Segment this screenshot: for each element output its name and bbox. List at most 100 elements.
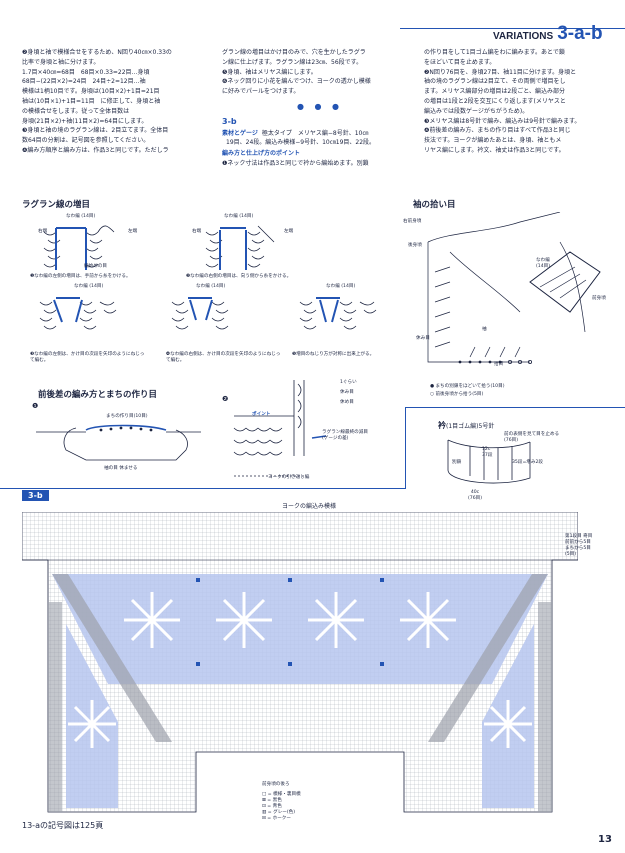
collar-note-1: 前の表側を見て目を止める(76目): [504, 432, 560, 443]
intro-line: ❺身頃、袖はメリヤス編にします。: [222, 68, 317, 76]
raglan-title: ラグラン線の増目: [22, 200, 91, 210]
front-back-illustration-2: [233, 380, 327, 477]
header: VARIATIONS 3-a-b: [493, 23, 603, 47]
intro-line: 比率で身頃と袖に分けます。: [22, 58, 100, 66]
yoke-chart: [22, 512, 578, 813]
fb-step-1: ❶: [32, 402, 39, 410]
raglan-label-left-1: 左端: [128, 229, 138, 234]
raglan-caption-2: ❷なわ編の右側の増目は、向う側から糸をかける。: [186, 274, 292, 279]
collar-illustration: [447, 439, 531, 484]
chart-center-note: 前身頃の後ろ: [262, 782, 290, 787]
collar-side: 別鎖: [452, 460, 462, 465]
sleeve-title: 袖の拾い目: [413, 200, 456, 210]
intro-line: 68目−(22目×2)=24目 24目÷2=12目…袖: [22, 78, 146, 86]
collar-title: 衿(1目ゴム編)5号針: [438, 421, 495, 430]
intro-line: ❹編み方順序と編み方は、作品3と同じです。ただしラ: [22, 146, 169, 154]
sleeve-illustration: [427, 212, 601, 364]
chart-side-note: 第1段目 奇目: [565, 534, 593, 539]
raglan-caption-4: ❹なわ編の右側は、かけ目の次段を矢印のようにねじって編む。: [166, 352, 281, 363]
chart-legend-item: ▥ = グレー(色): [262, 810, 296, 815]
subhead-3b: 3-b: [222, 116, 237, 126]
raglan-label-cable-4: なわ編 (14目): [196, 284, 226, 289]
chart-side-notes: 第1段目 奇目前前から5目まちから5目(5目): [565, 534, 621, 558]
intro-line: グラン線の増目はかけ目のみで、穴を生かしたラグラ: [222, 49, 366, 56]
chart-tag: 3-b: [22, 490, 49, 501]
raglan-caption-3: ❸なわ編の左側は、かけ目の次段を矢印のようにねじって編む。: [30, 352, 145, 363]
intro-line: ン線に仕上げます。ラグラン線は23㎝、56段です。: [222, 58, 363, 66]
intro-column-3: の作り目をして1目ゴム編をわに編みます。あとで鎖をほどいて目を止めます。 ❷N回り…: [424, 48, 622, 156]
header-code: 3-a-b: [557, 23, 603, 44]
chart-title: ヨークの編込み模様: [282, 503, 337, 510]
intro-line: ❹前後差の編み方、まちの作り目はすべて作品3と同じ: [424, 127, 571, 135]
frame-rule-top2: [405, 407, 625, 408]
chart-legend-item: ⊡ = 青色: [262, 804, 282, 809]
material-head: 素材とゲージ: [222, 129, 258, 137]
points-heading: 編み方と仕上げ方のポイント: [222, 150, 301, 158]
sleeve-label-back: 後身頃: [408, 243, 422, 248]
intro-line: ❸身頃と袖の境のラグラン線は、2目立てます。全体目: [22, 127, 169, 135]
material-text: 19目、24段。編込み模様−9号針、10㎝19目、22段。: [226, 139, 376, 147]
sleeve-note-1: ● まちの別鎖をほどいて拾う(10目): [430, 384, 505, 389]
front-back-title: 前後差の編み方とまちの作り目: [38, 390, 158, 400]
page-ref: 13-aの記号図は125頁: [22, 821, 104, 830]
raglan-label-left-2: 左端: [284, 229, 294, 234]
intro-line: ❸メリヤス編は8号針で編み、編込みは9号針で編みます。: [424, 117, 581, 125]
intro-line: ❻ネック回りに小花を編んでつけ、ヨークの透かし模様: [222, 78, 371, 86]
fb-label-point: ポイント: [252, 412, 271, 417]
frame-rule-top: [0, 488, 405, 489]
chart-side-note: (5目): [565, 552, 577, 557]
chart-side-note: まちから5目: [565, 546, 591, 551]
raglan-label-cable-3: なわ編 (14目): [74, 284, 104, 289]
raglan-label-cable-1: なわ編 (14目): [66, 214, 96, 219]
chart-side-note: 前前から5目: [565, 540, 591, 545]
header-rule: [400, 28, 625, 29]
collar-width: 40c(76目): [468, 490, 483, 501]
sleeve-label-pick: 拾目: [494, 362, 504, 367]
page-number: 13: [598, 834, 612, 845]
sleeve-note-2: ○ 前後身頃から拾う(5目): [430, 392, 484, 397]
intro-line: 身頃(21目×2)+袖(11目×2)=64目にします。: [22, 117, 148, 125]
chart-legend: □ = 模様・裏目模⊠ = 黒色⊡ = 青色▥ = グレー(色)⊟ = ホークー: [262, 792, 301, 822]
intro-line: 技法です。ヨークが編めたあとは、身頃、袖ともメ: [424, 137, 562, 145]
intro-line: 袖は(10目×1)+1目=11目 に修正して、身頃と袖: [22, 97, 161, 105]
frame-rule-vert: [405, 407, 406, 489]
raglan-caption-5: ❺増目のねじり方が対称に出来上がる。: [292, 352, 375, 357]
fb-label-sleeve-hold: 袖の目 休ませる: [104, 466, 138, 471]
chart-legend-item: ⊟ = ホークー: [262, 816, 291, 821]
intro-line: の模様合せをします。従って全体目数は: [22, 107, 130, 115]
fb-step-2: ❷: [222, 395, 229, 403]
raglan-label-start: 編始めの目: [84, 264, 107, 269]
raglan-illustration: [39, 225, 377, 330]
front-back-illustration-1: [36, 424, 201, 461]
header-label: VARIATIONS: [493, 31, 554, 42]
intro-line: 編込みでは段数ゲージがちがうため)。: [424, 107, 529, 115]
chart-legend-item: ⊠ = 黒色: [262, 798, 282, 803]
fb-label-rest: 休み目: [340, 390, 354, 395]
intro-line: 1.7目×40㎝=68目 68目×0.33=22目…身頃: [22, 68, 150, 76]
sleeve-label-sleeve: 袖: [482, 327, 487, 332]
intro-column-1: ❷身頃と袖で模様合せをするため、N回り40㎝×0.33の比率で身頃と袖に分けます…: [22, 48, 220, 156]
intro-line: 袖の境のラグラン線は2目立て、その両側で増目をし: [424, 78, 566, 86]
material-line: 素材とゲージ極太タイプ メリヤス編−8号針、10㎝: [222, 129, 418, 139]
fb-label-hold: 休め目: [340, 400, 354, 405]
point-line: ❶ネック寸法は作品3と同じで衿から編始めます。別鎖: [222, 159, 369, 167]
sleeve-label-right-front: 右前身頃: [403, 219, 422, 224]
intro-line: 数64目の分割は、記号図を参照してください。: [22, 137, 150, 145]
intro-line: 模様は1柄10目です。身頃は(10目×2)+1目=21目: [22, 88, 160, 96]
intro-line: の増目は1段と2段を交互にくり返します(メリヤスと: [424, 97, 566, 105]
dots-separator: ● ● ●: [296, 101, 344, 111]
intro-line: リヤス編にします。衿文、袖丈は作品3と同じです。: [424, 146, 565, 154]
raglan-caption-1: ❶なわ編の左側の増目は、手前から糸をかける。: [30, 274, 131, 279]
raglan-label-cable-2: なわ編 (14目): [224, 214, 254, 219]
fb-label-yoke: ヨークの引き返し編: [268, 475, 310, 480]
intro-line: ます。メリヤス編部分の増目は2段ごと、編込み部分: [424, 88, 565, 96]
intro-line: ❷身頃と袖で模様合せをするため、N回り40㎝×0.33の: [22, 49, 172, 56]
intro-line: ❷N回り76目を、身頃27目、袖11目に分けます。身頃と: [424, 68, 577, 76]
intro-column-2: グラン線の増目はかけ目のみで、穴を生かしたラグラン線に仕上げます。ラグラン線は2…: [222, 48, 418, 169]
collar-note-3: 35段=増み2段: [512, 460, 543, 465]
raglan-label-right-2: 右端: [192, 229, 202, 234]
fb-label-stitch: 1ぐらい: [340, 380, 357, 385]
intro-line: をほどいて目を止めます。: [424, 58, 496, 66]
fb-label-side: まちの作り目(10目): [106, 414, 148, 419]
intro-line: の作り目をして1目ゴム編をわに編みます。あとで鎖: [424, 49, 565, 56]
